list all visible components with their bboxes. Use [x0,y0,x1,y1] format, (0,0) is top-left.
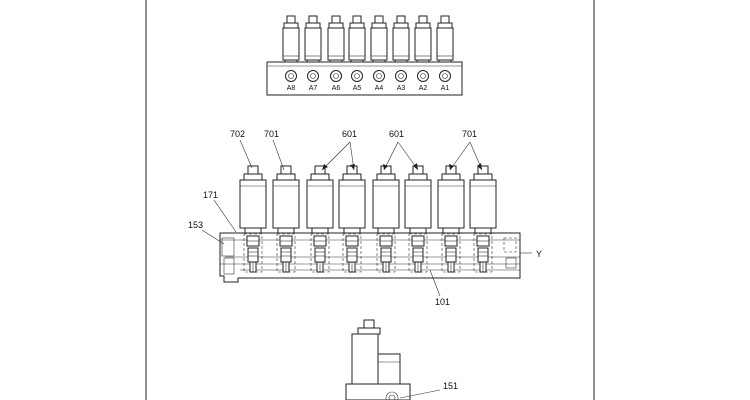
top-solenoid-a7 [304,15,322,64]
top-port-row: A8 A7 A6 A5 A4 A3 A2 A1 [285,70,451,92]
port-label-a1: A1 [441,85,450,92]
port-a4: A4 [373,70,385,92]
top-view: A8 A7 A6 A5 A4 A3 A2 A1 [266,15,463,96]
callout-701-left: 701 [264,129,279,139]
right-end-plug [503,237,517,253]
front-solenoid [372,165,400,234]
callout-601-left: 601 [342,129,357,139]
cartridge-valve-row [243,233,493,273]
front-view: 702 701 601 601 701 171 153 Y 101 [188,129,542,307]
port-label-a5: A5 [353,85,362,92]
cartridge-valve [276,233,296,273]
cartridge-valve [342,233,362,273]
port-label-a2: A2 [419,85,428,92]
top-solenoid-row [282,15,454,64]
port-a5: A5 [351,70,363,92]
top-solenoid-a8 [282,15,300,64]
left-end-cap [221,237,235,257]
top-solenoid-a4 [370,15,388,64]
side-manifold [345,383,411,400]
callout-601-right: 601 [389,129,404,139]
front-solenoid [239,165,267,234]
callout-y: Y [536,249,542,259]
port-label-a7: A7 [309,85,318,92]
side-solenoid-coil [351,333,379,385]
port-a6: A6 [330,70,342,92]
cartridge-valve [376,233,396,273]
port-a2: A2 [417,70,429,92]
port-label-a6: A6 [332,85,341,92]
cartridge-valve [310,233,330,273]
front-solenoid [437,165,465,234]
cartridge-valve [441,233,461,273]
side-port-fitting [385,391,399,400]
port-label-a4: A4 [375,85,384,92]
callout-101: 101 [435,297,450,307]
top-manifold-block [266,61,463,96]
port-a3: A3 [395,70,407,92]
cartridge-valve [473,233,493,273]
top-solenoid-a1 [436,15,454,64]
callout-151: 151 [443,381,458,391]
front-manifold-body [219,232,521,283]
callout-153: 153 [188,220,203,230]
cartridge-valve [408,233,428,273]
side-solenoid-bracket [377,353,401,385]
front-solenoid-row [239,165,497,234]
front-solenoid [272,165,300,234]
top-solenoid-a3 [392,15,410,64]
front-solenoid [338,165,366,234]
port-a8: A8 [285,70,297,92]
port-label-a3: A3 [397,85,406,92]
callout-702: 702 [230,129,245,139]
port-label-a8: A8 [287,85,296,92]
port-a7: A7 [307,70,319,92]
front-solenoid [469,165,497,234]
top-solenoid-a6 [327,15,345,64]
front-solenoid [306,165,334,234]
cartridge-valve [243,233,263,273]
port-a1: A1 [439,70,451,92]
front-solenoid [404,165,432,234]
callout-171: 171 [203,190,218,200]
top-solenoid-a5 [348,15,366,64]
side-nut [363,319,375,329]
front-leader-lines [201,139,532,297]
side-view: 151 [345,319,458,400]
callout-701-right: 701 [462,129,477,139]
top-solenoid-a2 [414,15,432,64]
